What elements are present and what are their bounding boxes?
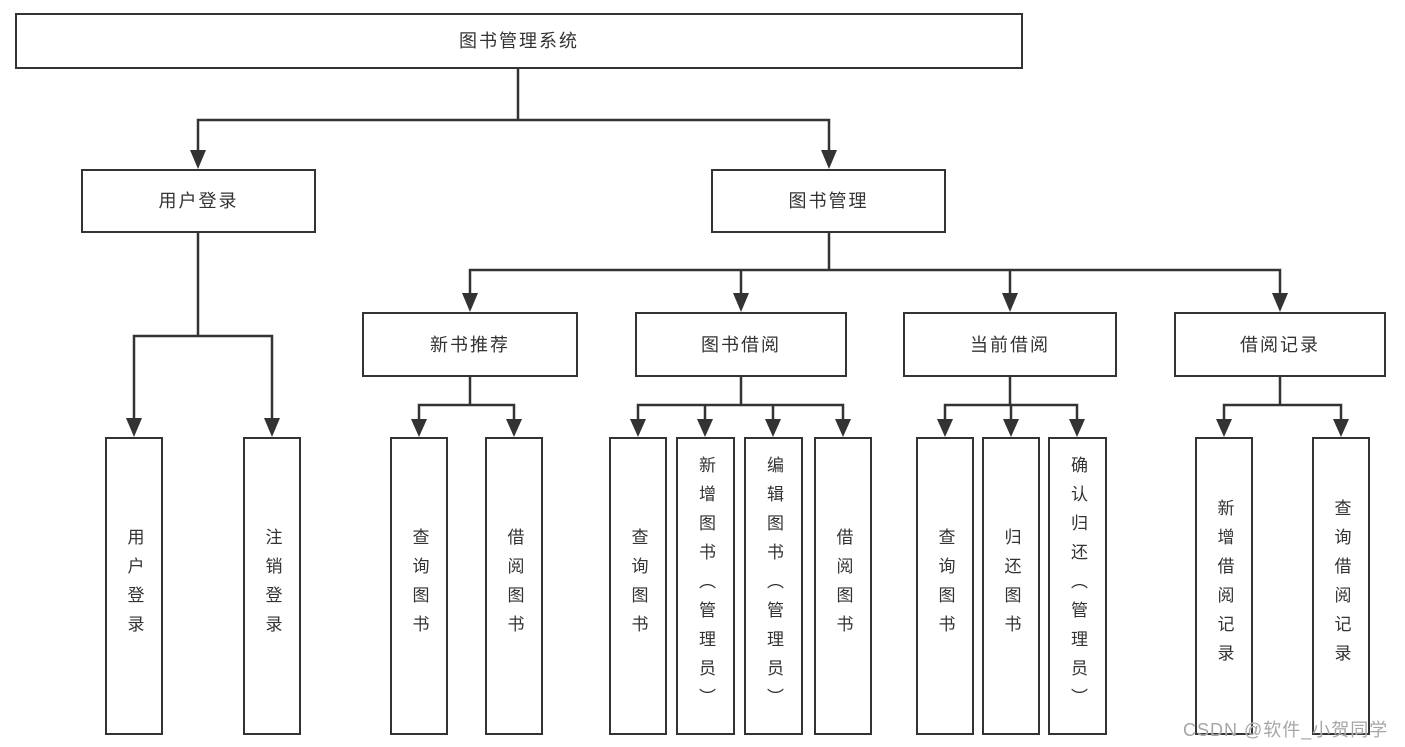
arrow-book-management: [821, 150, 837, 169]
leaf-return-books-label: 归还图书: [1001, 528, 1021, 644]
arrow-leaf-add-record: [1216, 419, 1232, 437]
leaf-confirm-return-admin: 确认归还（管理员）: [1048, 437, 1107, 735]
arrow-leaf-user-login: [126, 418, 142, 437]
leaf-borrow-books-recommend-label: 借阅图书: [504, 528, 524, 644]
arrow-leaf-add-books: [697, 419, 713, 437]
node-root: 图书管理系统: [15, 13, 1023, 69]
edge-current-borrow-rail: [943, 375, 1079, 423]
edge-borrow-records-rail: [1222, 375, 1343, 423]
arrow-leaf-borrow-books-b: [835, 419, 851, 437]
node-book-management-label: 图书管理: [788, 191, 869, 211]
arrow-leaf-query-record: [1333, 419, 1349, 437]
node-new-book-recommend: 新书推荐: [362, 312, 578, 377]
node-borrow-records: 借阅记录: [1174, 312, 1386, 377]
node-user-login: 用户登录: [81, 169, 316, 233]
node-book-borrow-label: 图书借阅: [701, 334, 781, 355]
leaf-add-borrow-record-label: 新增借阅记录: [1214, 499, 1234, 673]
arrow-book-borrow: [733, 293, 749, 312]
arrow-leaf-borrow-books-a: [506, 419, 522, 437]
leaf-query-books-recommend: 查询图书: [390, 437, 448, 735]
leaf-confirm-return-admin-label: 确认归还（管理员）: [1068, 455, 1087, 717]
edge-book-management-rail: [468, 231, 1282, 297]
csdn-watermark: CSDN @软件_小贺同学: [1183, 720, 1389, 740]
leaf-return-books: 归还图书: [982, 437, 1040, 735]
leaf-logout: 注销登录: [243, 437, 301, 735]
leaf-edit-books-admin: 编辑图书（管理员）: [744, 437, 803, 735]
leaf-query-books-recommend-label: 查询图书: [409, 528, 429, 644]
leaf-query-borrow-record: 查询借阅记录: [1312, 437, 1370, 735]
leaf-logout-label: 注销登录: [262, 528, 282, 644]
edge-book-borrow-rail: [636, 375, 845, 423]
leaf-query-books-borrow-label: 查询图书: [628, 528, 648, 644]
leaf-query-borrow-record-label: 查询借阅记录: [1331, 499, 1351, 673]
arrow-new-book-recommend: [462, 293, 478, 312]
leaf-user-login-label: 用户登录: [124, 528, 144, 644]
arrow-borrow-records: [1272, 293, 1288, 312]
node-current-borrow-label: 当前借阅: [970, 334, 1050, 355]
edge-root-rail: [196, 67, 831, 154]
node-book-management: 图书管理: [711, 169, 946, 233]
arrow-leaf-query-books-a: [411, 419, 427, 437]
leaf-user-login: 用户登录: [105, 437, 163, 735]
leaf-borrow-books-label: 借阅图书: [833, 528, 853, 644]
leaf-query-books-current-label: 查询图书: [935, 528, 955, 644]
edge-user-login-rail: [132, 231, 274, 422]
arrow-user-login: [190, 150, 206, 169]
arrowheads: [126, 150, 1349, 437]
leaf-edit-books-admin-label: 编辑图书（管理员）: [764, 455, 783, 717]
arrow-leaf-logout: [264, 418, 280, 437]
leaf-query-books-borrow: 查询图书: [609, 437, 667, 735]
arrow-leaf-query-books-b: [630, 419, 646, 437]
leaf-add-books-admin: 新增图书（管理员）: [676, 437, 735, 735]
node-borrow-records-label: 借阅记录: [1240, 334, 1320, 355]
leaf-borrow-books-recommend: 借阅图书: [485, 437, 543, 735]
arrow-leaf-edit-books: [765, 419, 781, 437]
node-root-label: 图书管理系统: [459, 31, 579, 51]
node-new-book-recommend-label: 新书推荐: [430, 334, 510, 355]
arrow-current-borrow: [1002, 293, 1018, 312]
node-book-borrow: 图书借阅: [635, 312, 847, 377]
edge-new-book-rail: [417, 375, 516, 423]
leaf-add-books-admin-label: 新增图书（管理员）: [696, 455, 715, 717]
leaf-add-borrow-record: 新增借阅记录: [1195, 437, 1253, 735]
node-current-borrow: 当前借阅: [903, 312, 1117, 377]
leaf-borrow-books: 借阅图书: [814, 437, 872, 735]
node-user-login-label: 用户登录: [158, 191, 239, 211]
arrow-leaf-confirm-return: [1069, 419, 1085, 437]
arrow-leaf-return-books: [1003, 419, 1019, 437]
arrow-leaf-query-books-c: [937, 419, 953, 437]
leaf-query-books-current: 查询图书: [916, 437, 974, 735]
